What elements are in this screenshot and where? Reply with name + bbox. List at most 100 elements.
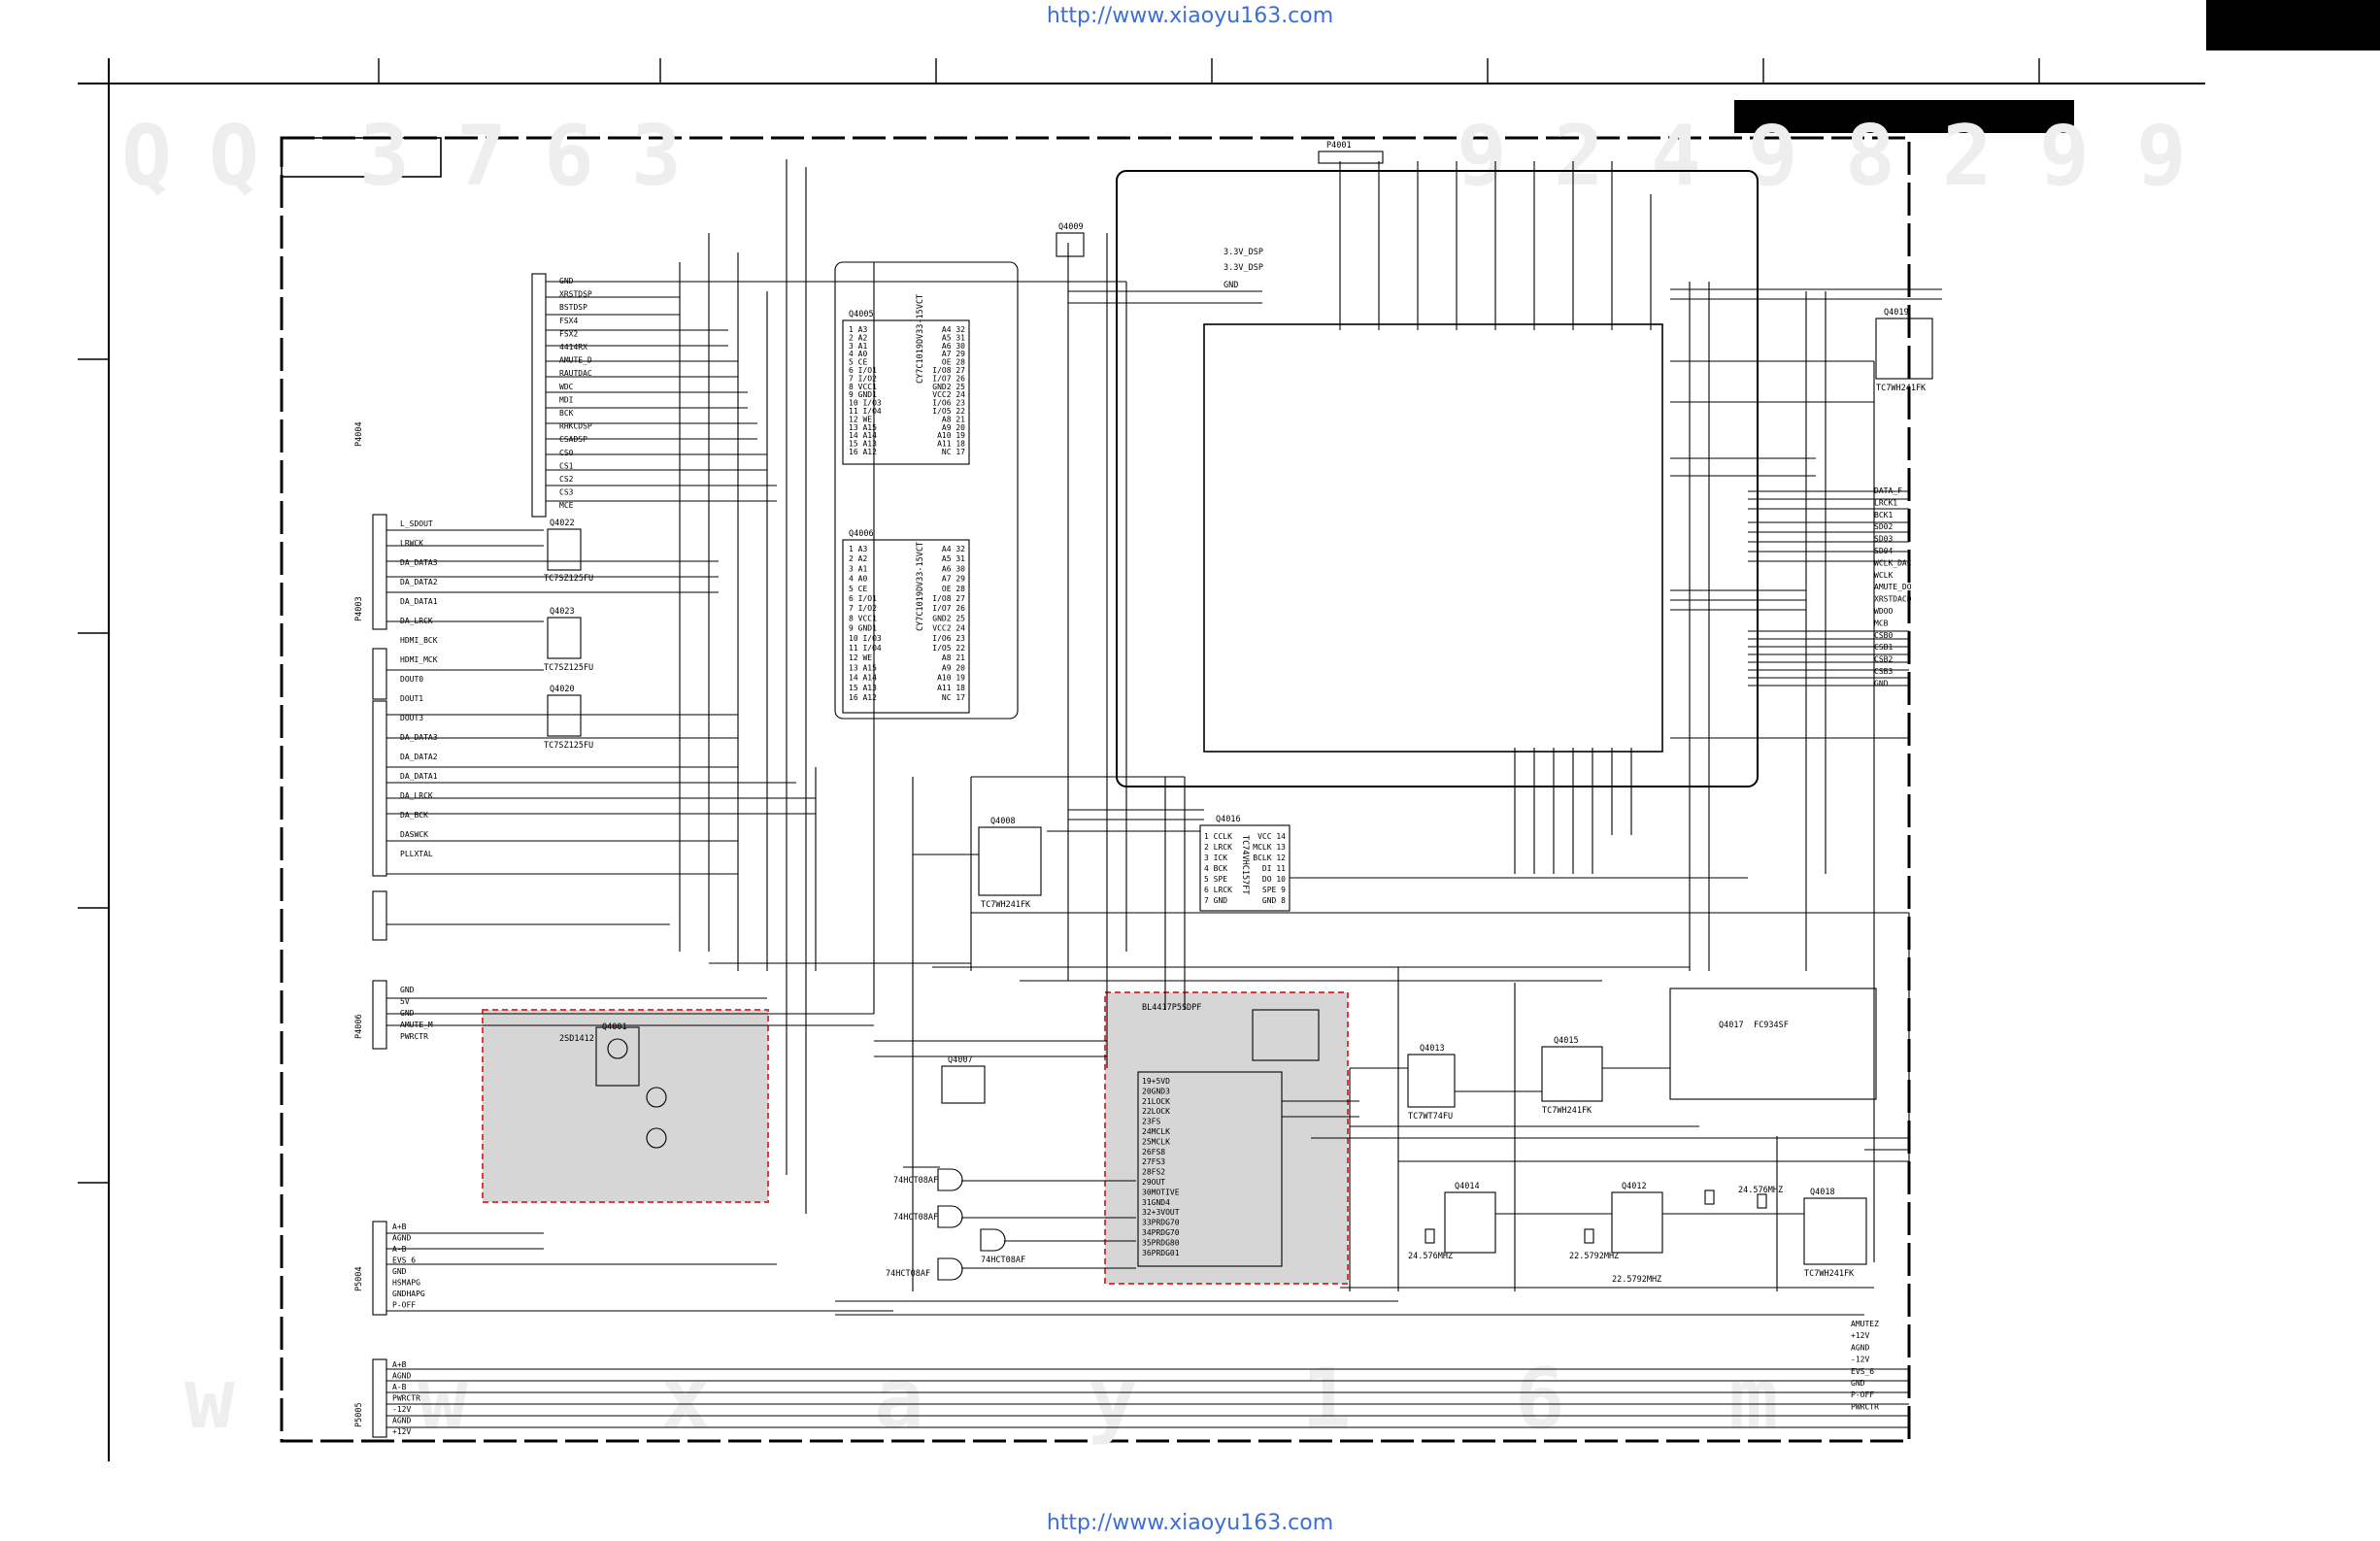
right-net-7: WCLK — [1874, 571, 1893, 580]
p4004-pin-6: AMUTE_D — [559, 356, 592, 365]
p4004-pin-11: RHKCDSP — [559, 422, 592, 431]
q4005-pin-r-0: A4 32 — [942, 325, 965, 334]
p4004-pin-16: CS3 — [559, 488, 574, 497]
q4005-pin-l-7: 8 VCC1 — [849, 383, 877, 391]
q4005-pin-r-6: I/O7 26 — [932, 374, 965, 383]
mux-pin-2: 21LOCK — [1142, 1097, 1170, 1106]
right-net-6: WCLK_DAC — [1874, 558, 1912, 567]
connector-ref-p4004: P4004 — [354, 421, 364, 447]
q4006-pin-r-3: A7 29 — [942, 575, 965, 584]
and-gate-4 — [937, 1257, 963, 1281]
q4006-pin-r-6: I/O7 26 — [932, 604, 965, 613]
buffer-q4022 — [547, 528, 582, 571]
q4005-pin-l-14: 15 A13 — [849, 440, 877, 449]
crystal-2 — [1584, 1228, 1594, 1244]
ic-part-q4018: TC7WH241FK — [1804, 1269, 1855, 1279]
svg-text:7: 7 — [456, 108, 507, 205]
gate-part-2: 74HCT08AF — [893, 1213, 938, 1223]
mux-pin-9: 28FS2 — [1142, 1168, 1165, 1177]
svg-text:Q: Q — [121, 108, 172, 205]
ic-part-q4019: TC7WH241FK — [1876, 384, 1927, 393]
ic-part-q4006: CY7C1019DV33-15VCT — [916, 542, 925, 631]
q4005-pin-r-1: A5 31 — [942, 333, 965, 342]
q4006-pin-l-14: 15 A13 — [849, 684, 877, 692]
mux-pin-5: 24MCLK — [1142, 1127, 1170, 1136]
q4005-pin-l-12: 13 A15 — [849, 423, 877, 432]
p5004-pin-4: GND — [392, 1267, 407, 1276]
right-net-4: SD03 — [1874, 535, 1893, 544]
q4006-pin-l-11: 12 WE — [849, 653, 872, 662]
p5005-pin-3: PWRCTR — [392, 1394, 420, 1403]
svg-text:9: 9 — [1748, 108, 1798, 205]
crystal-label-2: 22.5792MHZ — [1569, 1252, 1619, 1261]
p4003-pin-5: DA_LRCK — [400, 617, 433, 625]
q4006-pin-l-9: 10 I/O3 — [849, 634, 882, 643]
q4006-pin-l-6: 7 I/O2 — [849, 604, 877, 613]
q4006-pin-l-3: 4 A0 — [849, 575, 867, 584]
svg-text:y: y — [1088, 1351, 1138, 1448]
right-net-11: MCB — [1874, 619, 1889, 627]
gate-part-3: 74HCT08AF — [981, 1256, 1025, 1265]
svg-text:9: 9 — [1457, 108, 1507, 205]
q4006-pin-r-1: A5 31 — [942, 554, 965, 563]
right-net-14: CSB2 — [1874, 655, 1893, 664]
and-gate-1 — [937, 1168, 963, 1191]
p4006-pin-2: GND — [400, 1009, 415, 1018]
p4004-pin-5: 4414RX — [559, 343, 587, 352]
osc-q4012 — [1611, 1191, 1663, 1254]
right-net-13: CSB1 — [1874, 643, 1893, 652]
p4006-pin-1: 5V — [400, 997, 410, 1006]
crystal-1 — [1425, 1228, 1435, 1244]
q4006-pin-r-11: A8 21 — [942, 653, 965, 662]
connector-ref-p4006: P4006 — [354, 1014, 364, 1039]
p4004-pin-3: FSX4 — [559, 317, 578, 325]
gate-part-4: 74HCT08AF — [886, 1269, 930, 1279]
power-rail-2: AGND — [1851, 1343, 1869, 1352]
svg-text:3: 3 — [631, 108, 682, 205]
p4003-pin-15: DA_BCK — [400, 811, 428, 820]
q4006-pin-l-10: 11 I/O4 — [849, 644, 882, 653]
power-rail-7: PWRCTR — [1851, 1402, 1879, 1411]
and-gate-2 — [937, 1205, 963, 1228]
q4006-pin-l-12: 13 A15 — [849, 663, 877, 672]
crystal-4 — [1757, 1193, 1767, 1209]
crystal-label-3: 22.5792MHZ — [1612, 1275, 1661, 1285]
power-rail-4: EVS_6 — [1851, 1367, 1874, 1376]
buffer-q4019 — [1875, 318, 1933, 380]
q4005-pin-r-3: A7 29 — [942, 350, 965, 358]
source-url-top[interactable]: http://www.xiaoyu163.com — [1046, 4, 1334, 28]
q4016-pin-l-3: 4 BCK — [1204, 864, 1227, 873]
q4006-pin-r-4: OE 28 — [942, 585, 965, 593]
ic-q4007 — [941, 1065, 986, 1104]
q4006-pin-r-14: A11 18 — [937, 684, 965, 692]
right-net-0: DATA_F — [1874, 486, 1902, 495]
ic-ref-q4008: Q4008 — [990, 817, 1016, 826]
osc-q4014 — [1444, 1191, 1496, 1254]
q4016-pin-l-6: 7 GND — [1204, 896, 1227, 905]
ic-ref-q4006: Q4006 — [849, 529, 874, 539]
connector-p4003-c — [372, 700, 387, 877]
q4006-pin-l-0: 1 A3 — [849, 545, 867, 553]
q4005-pin-r-13: A10 19 — [937, 431, 965, 440]
ic-ref-q4005: Q4005 — [849, 310, 874, 319]
q4005-pin-l-9: 10 I/O3 — [849, 399, 882, 408]
p5005-pin-1: AGND — [392, 1372, 411, 1381]
svg-text:w: w — [184, 1351, 235, 1448]
p4003-pin-7: HDMI_MCK — [400, 655, 438, 664]
q4016-pin-l-1: 2 LRCK — [1204, 843, 1232, 852]
svg-text:6: 6 — [544, 108, 594, 205]
p5004-pin-3: EVS_6 — [392, 1256, 416, 1265]
mux-q4016 — [1199, 824, 1291, 912]
p4003-pin-11: DA_DATA3 — [400, 733, 438, 742]
q4005-pin-l-2: 3 A1 — [849, 342, 867, 351]
q4005-pin-l-5: 6 I/O1 — [849, 366, 877, 375]
right-net-5: SD04 — [1874, 547, 1893, 555]
mux-pin-3: 22LOCK — [1142, 1107, 1170, 1116]
q4006-pin-l-13: 14 A14 — [849, 674, 877, 683]
mux-bl4417 — [1137, 1071, 1283, 1267]
p4004-pin-8: WDC — [559, 383, 574, 391]
source-url-bottom[interactable]: http://www.xiaoyu163.com — [1046, 1511, 1334, 1535]
svg-text:9: 9 — [2039, 108, 2090, 205]
sram-q4005 — [842, 319, 970, 465]
q4016-pin-l-4: 5 SPE — [1204, 875, 1227, 884]
